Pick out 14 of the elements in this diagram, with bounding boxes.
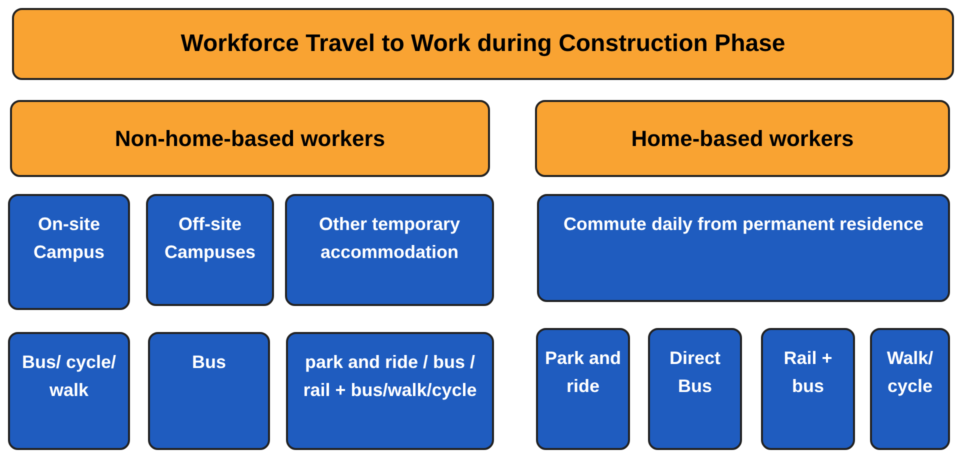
mode-box: Direct Bus	[648, 328, 742, 450]
group-box: Commute daily from permanent residence	[537, 194, 950, 302]
title-box: Workforce Travel to Work during Construction Phase	[12, 8, 954, 80]
mode-box: Park and ride	[536, 328, 630, 450]
mode-box: Walk/ cycle	[870, 328, 950, 450]
category-box: Non-home-based workers	[10, 100, 490, 177]
mode-box: Bus	[148, 332, 270, 450]
mode-box: Bus/ cycle/ walk	[8, 332, 130, 450]
mode-box: Rail + bus	[761, 328, 855, 450]
group-box: On-site Campus	[8, 194, 130, 310]
group-box: Off-site Campuses	[146, 194, 274, 306]
group-box: Other temporary accommodation	[285, 194, 494, 306]
mode-box: park and ride / bus / rail + bus/walk/cycle	[286, 332, 494, 450]
category-box: Home-based workers	[535, 100, 950, 177]
